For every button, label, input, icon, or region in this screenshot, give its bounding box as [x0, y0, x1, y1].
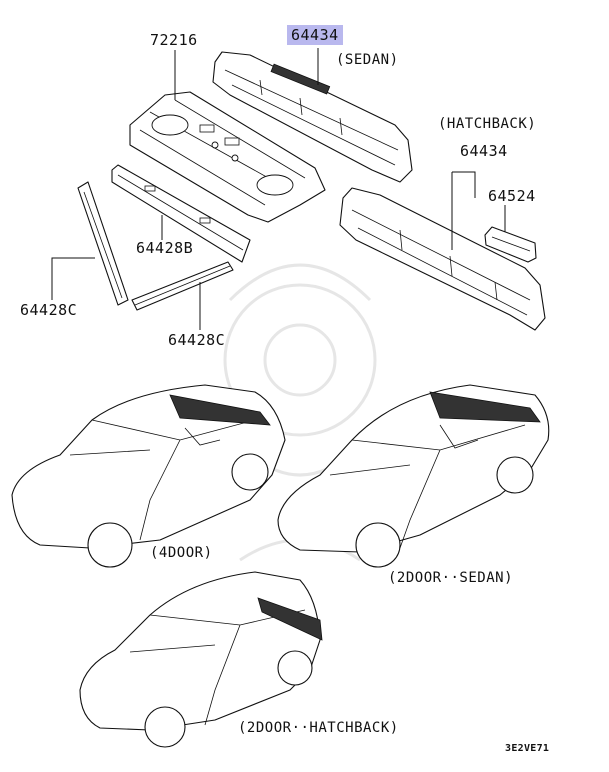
brace-64428c-left[interactable]: [77, 181, 129, 306]
leader-lines: [51, 48, 506, 330]
car-label-4door: (4DOOR): [150, 545, 213, 561]
car-2door-sedan[interactable]: [277, 384, 550, 568]
sedan-note: (SEDAN): [336, 52, 399, 68]
part-number-64428c-left[interactable]: 64428C: [20, 301, 78, 319]
rear-panel-64434-sedan[interactable]: [212, 51, 413, 183]
rear-panel-64434-hatchback[interactable]: [339, 187, 546, 331]
part-number-64434-hatchback[interactable]: 64434: [460, 142, 508, 160]
car-2door-hatchback[interactable]: [79, 571, 323, 748]
highlight-box[interactable]: 64434: [287, 25, 343, 45]
car-label-2door-sedan: (2DOOR··SEDAN): [388, 570, 514, 586]
brace-64428b[interactable]: [111, 164, 251, 263]
car-label-2door-hatchback: (2DOOR··HATCHBACK): [238, 720, 399, 736]
diagram-code: 3E2VE71: [505, 743, 550, 754]
bracket-64524[interactable]: [484, 226, 537, 263]
part-number-64428b[interactable]: 64428B: [136, 239, 194, 257]
part-number-72216[interactable]: 72216: [150, 31, 198, 49]
part-number-64524[interactable]: 64524: [488, 187, 536, 205]
rear-shelf-72216[interactable]: [129, 91, 326, 223]
part-number-64434-sedan[interactable]: 64434: [287, 25, 343, 45]
hatchback-note: (HATCHBACK): [438, 116, 537, 132]
part-number-64428c-bottom[interactable]: 64428C: [168, 331, 226, 349]
brace-64428c-bottom[interactable]: [131, 261, 234, 311]
car-4door[interactable]: [11, 384, 286, 568]
